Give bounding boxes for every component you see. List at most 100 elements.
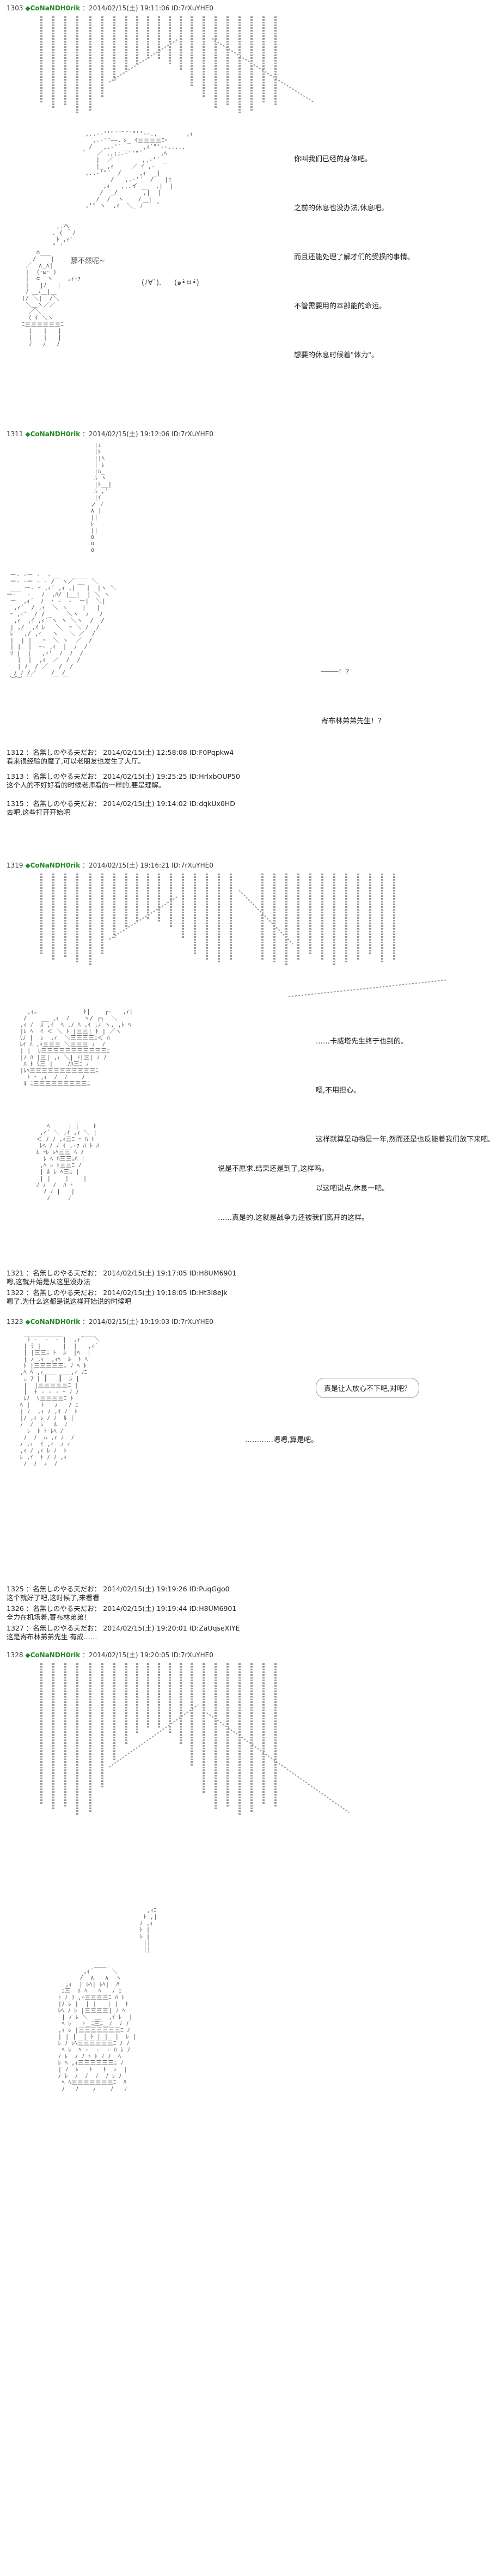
ascii-art-figure: ___________ ____ ﾄ ‐ ‐ ‐ | ,ｨ´ ＼ | ﾗ | |… [20, 1330, 101, 1467]
ascii-art-figure: ,ｨﾆ ﾄ ,| ﾉ ,ｨ ﾄ | ﾚ | || || ＿＿_ ,ｨ´ ＼ / … [58, 1907, 157, 2092]
reply-group: 1312 ：名無しのやる夫だお： 2014/02/15(土) 12:58:08 … [0, 748, 490, 841]
poster-name: ◆CoNaNDH0rik [25, 1318, 81, 1326]
dialog-line: 而且还能处理了解才们的受损的事情。 [294, 253, 415, 261]
narration-block: 你叫我们已经的身体吧。 之前的休息也没办法,休息吧。 而且还能处理了解才们的受损… [294, 135, 414, 380]
reply-date: 2014/02/15(土) 19:19:44 ID:H8UM6901 [103, 1604, 237, 1613]
reply-header: 1315 ：名無しのやる夫だお： 2014/02/15(土) 19:14:02 … [7, 799, 235, 808]
dialog-line: ……真是的,这就是战争力还被我们离开的这样。 [218, 1214, 369, 1222]
dialog-block: ────！？ 寄布林弟弟先生！？ [321, 648, 385, 746]
reply-date: 2014/02/15(土) 19:17:05 ID:H8UM6901 [103, 1269, 237, 1277]
speech-bubble: 真是让人放心不下吧,对吧？ [316, 1378, 420, 1398]
post-date: ：2014/02/15(土) 19:11:06 ID:7rXuYHE0 [82, 4, 213, 12]
reply-number[interactable]: 1315 [7, 799, 24, 808]
post-date: ：2014/02/15(土) 19:19:03 ID:7rXuYHE0 [82, 1318, 213, 1326]
ascii-art-scene: _,..-‐''"´¨¨¨`"''‐-.,_ ,ｨ ,.-'"~~.ゝ_ ｲ三三… [33, 16, 327, 245]
reply-number[interactable]: 1312 [7, 748, 24, 756]
ascii-art-figure: |i |ﾄ ||ﾍ | ﾚ |ﾊ_ ﾙ ヽ |ﾄ__| ﾙ ,' |ｲ ノ ﾉ … [90, 442, 112, 553]
ascii-art-figure: ﾍ | | ﾄ ,ｨ´ ＼ ,ｲ ,ｨ ＼ | ＜ ﾉ ﾉ ,ｨ三ﾆ ｰ ﾊ ﾄ… [36, 1123, 100, 1201]
sound-effect: (ﾉ∀`). [142, 279, 162, 287]
reply-text: 去吧,这些打开开始吧 [7, 808, 70, 816]
reply-name: ：名無しのやる夫だお： [26, 1604, 101, 1613]
reply-text: 嗯了,为什么这都是说这样开始说的时候吧 [7, 1297, 131, 1305]
reply-text: 这个人的不好好看的时候老师看的一样的,要是理解。 [7, 781, 166, 789]
reply-header: 1321 ：名無しのやる夫だお： 2014/02/15(土) 19:17:05 … [7, 1269, 236, 1277]
reply-date: 2014/02/15(土) 19:18:05 ID:Ht3i8eJk [103, 1289, 228, 1297]
post-header: 1323 ◆CoNaNDH0rik ：2014/02/15(土) 19:19:0… [7, 1318, 213, 1326]
reply-number[interactable]: 1313 [7, 772, 24, 780]
dialog-line: 不管需要用的本部能的命运。 [294, 302, 387, 310]
reply-header: 1322 ：名無しのやる夫だお： 2014/02/15(土) 19:18:05 … [7, 1289, 228, 1297]
ascii-art-scene [33, 874, 446, 1010]
reply-text: 这个就好了吧,这时候了,来看看 [7, 1594, 100, 1602]
post-1319: 1319 ◆CoNaNDH0rik ：2014/02/15(土) 19:16:2… [0, 862, 490, 1265]
post-header: 1311 ◆CoNaNDH0rik ：2014/02/15(土) 19:12:0… [7, 430, 213, 438]
reply-name: ：名無しのやる夫だお： [26, 1585, 101, 1593]
reply-group: 1325 ：名無しのやる夫だお： 2014/02/15(土) 19:19:26 … [0, 1585, 490, 1656]
post-number[interactable]: 1323 [7, 1318, 23, 1326]
ascii-art-figures: ∩___ / | ／ ∧_∧| | (･ω･ ) | ⊂ ヽ ,ｨ-ｧ | |ﾉ… [22, 249, 81, 347]
reply-header: 1325 ：名無しのやる夫だお： 2014/02/15(土) 19:19:26 … [7, 1585, 230, 1593]
ascii-art-figures: ,ｨﾆ ﾄ| ┌‐ ,ｨ| / __ ,ｨ ﾉ ヽ/ ┌┐ ＼ ,ｨ ﾉ ﾙ ,… [20, 1009, 133, 1087]
post-date: ：2014/02/15(土) 19:16:21 ID:7rXuYHE0 [82, 862, 213, 869]
post-1328: 1328 ◆CoNaNDH0rik ：2014/02/15(土) 19:20:0… [0, 1651, 490, 2572]
reply-header: 1327 ：名無しのやる夫だお： 2014/02/15(土) 19:20:01 … [7, 1624, 240, 1632]
poster-name: ◆CoNaNDH0rik [25, 430, 81, 438]
reply-group: 1321 ：名無しのやる夫だお： 2014/02/15(土) 19:17:05 … [0, 1269, 490, 1323]
post-header: 1319 ◆CoNaNDH0rik ：2014/02/15(土) 19:16:2… [7, 862, 213, 869]
dialog-line: 你叫我们已经的身体吧。 [294, 155, 372, 163]
reply-number[interactable]: 1326 [7, 1604, 24, 1613]
dialog-line: ────！？ [321, 668, 353, 676]
post-date: ：2014/02/15(土) 19:12:06 ID:7rXuYHE0 [82, 430, 213, 438]
reply-text: 这是寄布林弟弟先生 有成…… [7, 1633, 97, 1641]
dialog-line: ……卡威塔先生终于也到的。 [316, 1037, 408, 1046]
dialog-line: 寄布林弟弟先生！？ [321, 717, 385, 725]
reply-name: ：名無しのやる夫だお： [26, 1289, 101, 1297]
reply-name: ：名無しのやる夫だお： [26, 1624, 101, 1632]
reply-number[interactable]: 1321 [7, 1269, 24, 1277]
dialog-line: 之前的休息也没办法,休息吧。 [294, 204, 389, 212]
speech-text: 那不然呢~ [71, 257, 105, 265]
dialog-line: 嗯,不用担心。 [316, 1086, 361, 1095]
poster-name: ◆CoNaNDH0rik [25, 4, 81, 12]
reply-text: 全力在机场着,寄布林弟弟！ [7, 1613, 90, 1621]
reply-name: ：名無しのやる夫だお： [26, 1269, 101, 1277]
dialog-line: 说是不愿求,结果还是到了,这样吗。 [218, 1165, 329, 1173]
sound-effect: (๑•̀ㅂ•́) [174, 279, 199, 287]
dialog-block: 说是不愿求,结果还是到了,这样吗。 ……真是的,这就是战争力还被我们离开的这样。 [218, 1145, 369, 1243]
ascii-art-scene [33, 1663, 359, 1903]
post-number[interactable]: 1319 [7, 862, 23, 869]
reply-name: ：名無しのやる夫だお： [26, 772, 101, 780]
dialog-block: ……卡威塔先生终于也到的。 嗯,不用担心。 这样就算是动物是一年,然而还是也反能… [316, 1017, 490, 1213]
dialog-line: …………嗯嗯,算是吧。 [245, 1436, 318, 1444]
reply-name: ：名無しのやる夫だお： [26, 799, 101, 808]
reply-name: ：名無しのやる夫だお： [26, 748, 101, 756]
reply-date: 2014/02/15(土) 12:58:08 ID:F0Pqpkw4 [103, 748, 234, 756]
poster-name: ◆CoNaNDH0rik [25, 1651, 81, 1659]
dialog-line: 以这吧说点,休息一吧。 [316, 1185, 389, 1193]
reply-text: 嗯,这就开始是从这里没办法 [7, 1278, 90, 1286]
reply-header: 1326 ：名無しのやる夫だお： 2014/02/15(土) 19:19:44 … [7, 1604, 236, 1613]
reply-number[interactable]: 1327 [7, 1624, 24, 1632]
poster-name: ◆CoNaNDH0rik [25, 862, 81, 869]
reply-date: 2014/02/15(土) 19:19:26 ID:PuqGgo0 [103, 1585, 230, 1593]
post-1323: 1323 ◆CoNaNDH0rik ：2014/02/15(土) 19:19:0… [0, 1318, 490, 1590]
post-header: 1328 ◆CoNaNDH0rik ：2014/02/15(土) 19:20:0… [7, 1651, 213, 1659]
post-number[interactable]: 1311 [7, 430, 23, 438]
dialog-block: …………嗯嗯,算是吧。 [245, 1416, 318, 1465]
reply-date: 2014/02/15(土) 19:25:25 ID:HrlxbOUP50 [103, 772, 240, 780]
post-1311: 1311 ◆CoNaNDH0rik ：2014/02/15(土) 19:12:0… [0, 430, 490, 746]
reply-text: 看来很经验的魔了,可以老朋友也发生了大厅。 [7, 757, 145, 765]
ascii-art-scene: ー‐ ‐ー ‐ ‐ __ ____ ー‐ ‐ー ‐ ‐ / ヽ／ __ ＼ __… [7, 572, 117, 683]
reply-date: 2014/02/15(土) 19:20:01 ID:ZaUqseXIYE [103, 1624, 240, 1632]
post-header: 1303 ◆CoNaNDH0rik ：2014/02/15(土) 19:11:0… [7, 4, 213, 12]
reply-header: 1312 ：名無しのやる夫だお： 2014/02/15(土) 12:58:08 … [7, 748, 234, 756]
post-number[interactable]: 1328 [7, 1651, 23, 1659]
post-date: ：2014/02/15(土) 19:20:05 ID:7rXuYHE0 [82, 1651, 213, 1659]
post-number[interactable]: 1303 [7, 4, 23, 12]
reply-date: 2014/02/15(土) 19:14:02 ID:dqkUx0HD [103, 799, 235, 808]
reply-number[interactable]: 1325 [7, 1585, 24, 1593]
reply-header: 1313 ：名無しのやる夫だお： 2014/02/15(土) 19:25:25 … [7, 772, 240, 780]
post-1303: 1303 ◆CoNaNDH0rik ：2014/02/15(土) 19:11:0… [0, 4, 490, 435]
dialog-line: 这样就算是动物是一年,然而还是也反能着我们放下来吧。 [316, 1136, 490, 1144]
reply-number[interactable]: 1322 [7, 1289, 24, 1297]
